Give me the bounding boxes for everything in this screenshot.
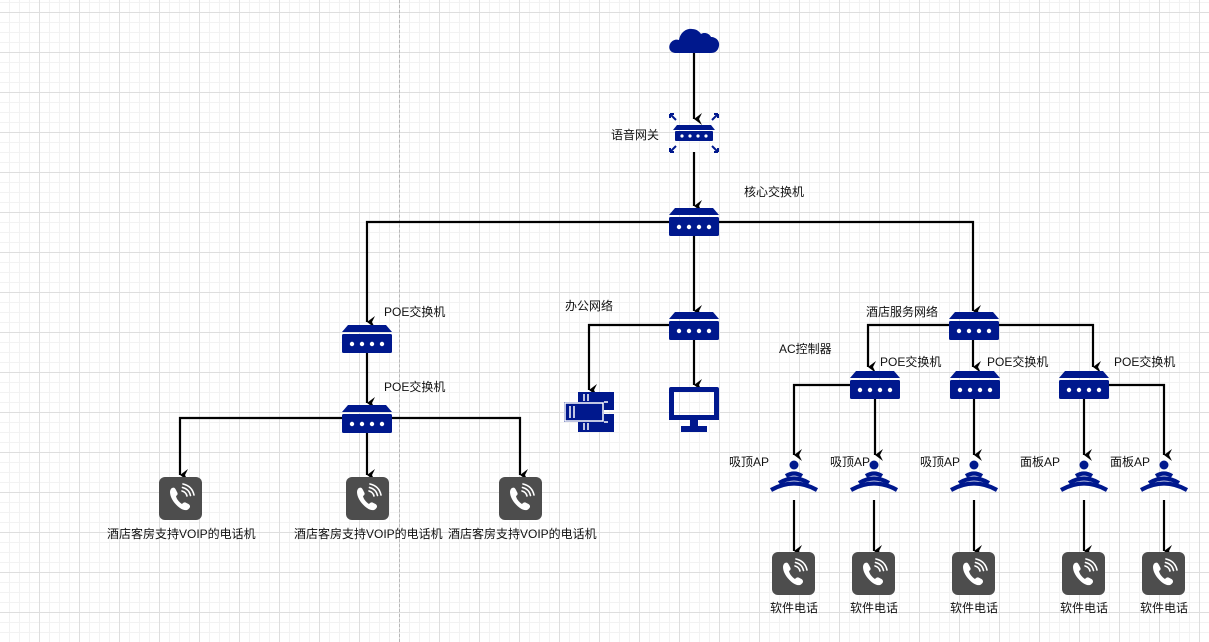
office-switch[interactable]: [669, 312, 719, 345]
soft-phone-4-label: 软件电话: [1060, 601, 1109, 615]
switch-icon: [669, 208, 719, 236]
voip-phone-icon: [863, 558, 888, 586]
hotel-service-switch-label: 酒店服务网络: [866, 305, 939, 319]
voice-gateway-label: 语音网关: [611, 128, 660, 142]
switch-icon: [850, 371, 900, 399]
voip-phone-icon: [170, 483, 195, 511]
switch-icon: [1059, 371, 1109, 399]
core-switch-label: 核心交换机: [744, 185, 805, 199]
soft-phone-3[interactable]: [952, 552, 995, 595]
voice-gateway[interactable]: [668, 112, 720, 154]
access-point-1-label: 吸顶AP: [729, 455, 770, 469]
wifi-ap-icon: [949, 460, 999, 492]
voip-phone-icon: [357, 483, 382, 511]
access-point-4-label: 面板AP: [1020, 455, 1061, 469]
poe-switch-right-1[interactable]: [850, 371, 900, 404]
access-point-5[interactable]: [1139, 460, 1189, 505]
soft-phone-4[interactable]: [1062, 552, 1105, 595]
room-phone-3[interactable]: [499, 477, 542, 520]
soft-phone-5[interactable]: [1142, 552, 1185, 595]
poe-switch-right-1-label: POE交换机: [880, 355, 942, 369]
edge-hotel-poe-1: [866, 323, 949, 373]
wifi-ap-icon: [769, 460, 819, 492]
internet-cloud[interactable]: [668, 24, 720, 54]
office-server[interactable]: [564, 392, 614, 434]
gateway-icon: [669, 113, 719, 153]
soft-phone-2-label: 软件电话: [850, 601, 899, 615]
poe-switch-left-2[interactable]: [342, 405, 392, 438]
wifi-ap-icon: [849, 460, 899, 492]
voip-phone-icon: [783, 558, 808, 586]
access-point-1[interactable]: [769, 460, 819, 505]
soft-phone-3-label: 软件电话: [950, 601, 999, 615]
edge-poe-ap-1: [792, 383, 851, 461]
edge-poe-room-phone-3: [391, 416, 528, 481]
soft-phone-1[interactable]: [772, 552, 815, 595]
ac-controller-label: AC控制器: [779, 342, 832, 356]
access-point-3-label: 吸顶AP: [920, 455, 961, 469]
wifi-ap-icon: [1139, 460, 1189, 492]
soft-phone-5-label: 软件电话: [1140, 601, 1189, 615]
hotel-service-switch[interactable]: [949, 312, 999, 345]
switch-icon: [342, 325, 392, 353]
office-monitor[interactable]: [669, 387, 719, 433]
core-switch[interactable]: [669, 208, 719, 241]
edge-poe-room-phone-1: [178, 416, 343, 481]
switch-icon: [949, 312, 999, 340]
switch-icon: [950, 371, 1000, 399]
soft-phone-2[interactable]: [852, 552, 895, 595]
voip-phone-icon: [963, 558, 988, 586]
poe-switch-right-3[interactable]: [1059, 371, 1109, 404]
access-point-2-label: 吸顶AP: [830, 455, 871, 469]
poe-switch-left-1[interactable]: [342, 325, 392, 358]
switch-icon: [342, 405, 392, 433]
switch-icon: [669, 312, 719, 340]
voip-phone-icon: [1073, 558, 1098, 586]
edge-poe-ap-5: [1108, 383, 1172, 461]
monitor-icon: [669, 387, 719, 432]
edge-hotel-poe-3: [997, 323, 1101, 373]
poe-switch-right-2-label: POE交换机: [987, 355, 1049, 369]
edge-core-poe-left: [365, 220, 669, 328]
server-icon: [564, 392, 614, 432]
voip-phone-icon: [510, 483, 535, 511]
poe-switch-right-2[interactable]: [950, 371, 1000, 404]
page-break-line: [399, 0, 400, 642]
room-phone-3-label: 酒店客房支持VOIP的电话机: [448, 527, 597, 541]
office-switch-label: 办公网络: [565, 299, 614, 313]
soft-phone-1-label: 软件电话: [770, 601, 819, 615]
poe-switch-left-2-label: POE交换机: [384, 380, 446, 394]
room-phone-2-label: 酒店客房支持VOIP的电话机: [294, 527, 443, 541]
access-point-5-label: 面板AP: [1110, 455, 1151, 469]
wifi-ap-icon: [1059, 460, 1109, 492]
access-point-2[interactable]: [849, 460, 899, 505]
access-point-4[interactable]: [1059, 460, 1109, 505]
access-point-3[interactable]: [949, 460, 999, 505]
room-phone-1-label: 酒店客房支持VOIP的电话机: [107, 527, 256, 541]
edge-core-hotel: [719, 220, 981, 317]
edge-office-server: [587, 323, 669, 396]
poe-switch-left-1-label: POE交换机: [384, 305, 446, 319]
room-phone-1[interactable]: [159, 477, 202, 520]
cloud-icon: [669, 28, 720, 53]
voip-phone-icon: [1153, 558, 1178, 586]
poe-switch-right-3-label: POE交换机: [1114, 355, 1176, 369]
room-phone-2[interactable]: [346, 477, 389, 520]
